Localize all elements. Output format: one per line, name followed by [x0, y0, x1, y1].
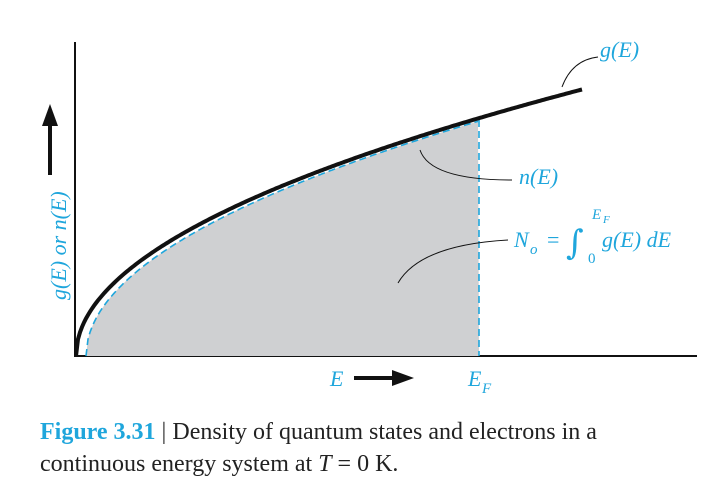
density-of-states-diagram: g(E) n(E) N o = ∫ E F 0 g(E) dE g(E) or … [42, 37, 697, 397]
y-axis-label-group: g(E) or n(E) [46, 191, 71, 300]
x-axis-label: E [329, 366, 344, 391]
caption-text-line2-post: = 0 K. [331, 451, 399, 477]
figure-caption: Figure 3.31 | Density of quantum states … [40, 416, 700, 480]
g-curve-label: g(E) [600, 37, 639, 62]
n-leader-line [419, 149, 513, 181]
n-curve-label: n(E) [519, 164, 558, 189]
integral-lhs-sub: o [530, 242, 538, 258]
caption-text-line1: Density of quantum states and electrons … [172, 419, 597, 445]
integral-upper-limit: E [591, 207, 601, 223]
g-of-e-curve [74, 87, 583, 357]
fermi-energy-label-sub: F [481, 381, 492, 397]
integral-leader-line [397, 239, 509, 284]
x-axis-arrow-head [392, 370, 414, 386]
integral-lhs: N [513, 227, 530, 252]
integral-body: g(E) dE [602, 227, 672, 252]
integral-upper-limit-sub: F [602, 214, 610, 226]
caption-separator: | [161, 419, 167, 445]
n-of-e-curve [85, 120, 479, 357]
integral-lower-limit: 0 [588, 251, 596, 267]
fermi-energy-label: E [467, 366, 482, 391]
integral-equals: = [547, 227, 559, 252]
integral-expression: N o = ∫ E F 0 g(E) dE [513, 207, 672, 267]
y-axis-arrow-head [42, 104, 58, 126]
integral-symbol: ∫ [566, 223, 584, 263]
caption-temperature-var: T [318, 451, 332, 477]
caption-text-line2-pre: continuous energy system at [40, 451, 319, 477]
g-leader-line [561, 56, 599, 88]
electron-filled-region [86, 121, 479, 356]
y-axis-label: g(E) or n(E) [46, 191, 71, 300]
figure-number: Figure 3.31 [40, 419, 156, 445]
